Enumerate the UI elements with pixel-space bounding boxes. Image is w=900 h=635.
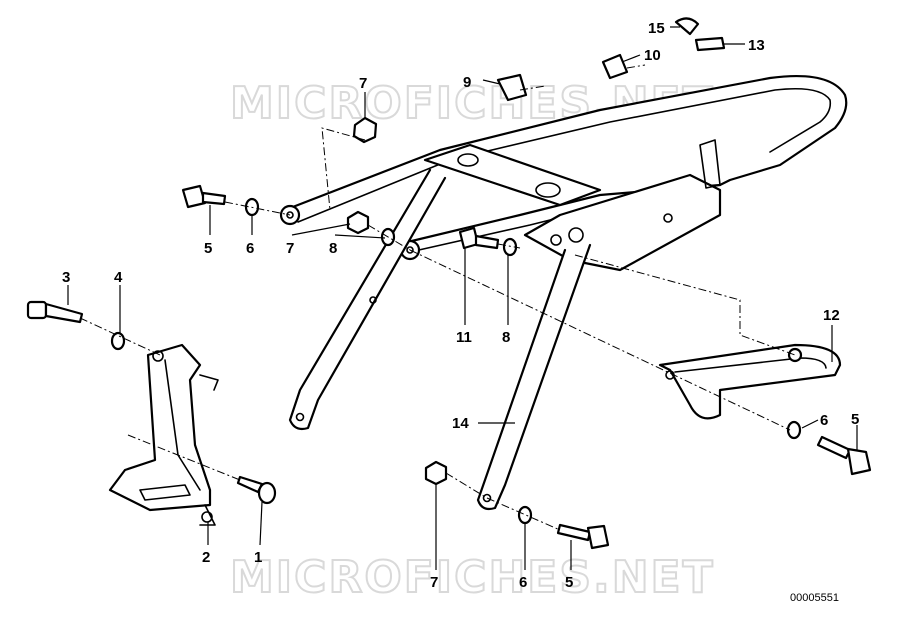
bolt-11 <box>458 226 500 250</box>
callout-7-mid: 7 <box>286 240 294 257</box>
callout-7-top: 7 <box>359 75 367 92</box>
rear-frame <box>279 75 848 511</box>
callout-15: 15 <box>648 20 665 37</box>
callout-13: 13 <box>748 37 765 54</box>
callout-9: 9 <box>463 74 471 91</box>
callouts: 3 4 2 1 5 6 7 8 7 9 10 13 15 11 8 12 14 … <box>62 20 859 591</box>
grab-handle <box>658 343 842 420</box>
callout-6-upper: 6 <box>246 240 254 257</box>
callout-3: 3 <box>62 269 70 286</box>
bolt-5-right <box>816 435 872 476</box>
callout-2: 2 <box>202 549 210 566</box>
leader-lines <box>67 26 858 570</box>
callout-5-bottom: 5 <box>565 574 573 591</box>
bolt-5-bottom <box>556 523 610 550</box>
callout-8-left: 8 <box>329 240 337 257</box>
bolt-5-upper <box>181 184 227 209</box>
callout-7-bottom: 7 <box>430 574 438 591</box>
callout-14: 14 <box>452 415 469 432</box>
assembly-lines <box>79 64 796 531</box>
callout-6-right: 6 <box>820 412 828 429</box>
callout-8-right: 8 <box>502 329 510 346</box>
callout-12: 12 <box>823 307 840 324</box>
callout-5-upper: 5 <box>204 240 212 257</box>
callout-11: 11 <box>456 329 472 346</box>
fasteners <box>26 17 872 550</box>
callout-10: 10 <box>644 47 661 64</box>
callout-4: 4 <box>114 269 123 286</box>
callout-5-right: 5 <box>851 411 859 428</box>
drawing-code: 00005551 <box>790 592 839 604</box>
bracket <box>108 343 219 526</box>
callout-1: 1 <box>254 549 262 566</box>
callout-6-bottom: 6 <box>519 574 527 591</box>
bolt-3 <box>26 300 84 324</box>
watermark-bottom: MICROFICHES.NET <box>230 552 715 603</box>
screw-1 <box>236 475 277 505</box>
